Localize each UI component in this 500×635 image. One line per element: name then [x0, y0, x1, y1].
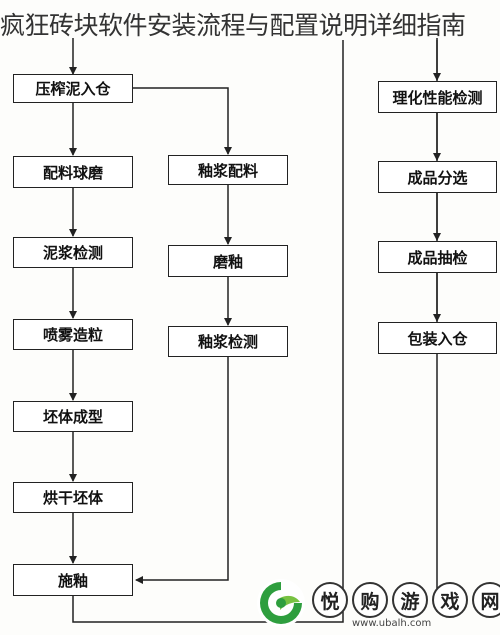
watermark-char: 戏: [432, 582, 468, 618]
step-batching-ball-mill: 配料球磨: [13, 156, 133, 188]
watermark: 悦 购 游 戏 网 www.ubalh.com: [252, 576, 500, 632]
step-physchem-test: 理化性能检测: [378, 81, 497, 113]
watermark-char: 购: [352, 582, 388, 618]
leaf-logo-icon: [257, 579, 305, 627]
arrow-middle-to-glaze: [135, 356, 229, 584]
step-product-sampling: 成品抽检: [378, 241, 497, 273]
connector-bottom-loop: [72, 40, 344, 623]
watermark-url: www.ubalh.com: [352, 618, 432, 629]
step-package-storage: 包装入仓: [378, 322, 497, 354]
watermark-site-name: 悦 购 游 戏 网: [312, 582, 500, 618]
step-spray-granulation: 喷雾造粒: [13, 319, 133, 350]
arrow-branch-to-middle: [133, 87, 232, 155]
step-glazing: 施釉: [13, 564, 133, 596]
step-glaze-batching: 釉浆配料: [168, 155, 288, 185]
watermark-char: 悦: [312, 582, 348, 618]
step-slurry-test: 泥浆检测: [13, 237, 133, 268]
watermark-char: 网: [472, 582, 500, 618]
step-press-mud-storage: 压榨泥入仓: [13, 74, 133, 103]
step-body-forming: 坯体成型: [13, 401, 133, 432]
step-product-sorting: 成品分选: [378, 161, 497, 193]
step-glaze-grinding: 磨釉: [168, 245, 288, 277]
watermark-char: 游: [392, 582, 428, 618]
step-glaze-slurry-test: 釉浆检测: [168, 326, 288, 357]
step-dry-body: 烘干坯体: [13, 482, 133, 513]
page-title: 疯狂砖块软件安装流程与配置说明详细指南: [0, 11, 466, 40]
